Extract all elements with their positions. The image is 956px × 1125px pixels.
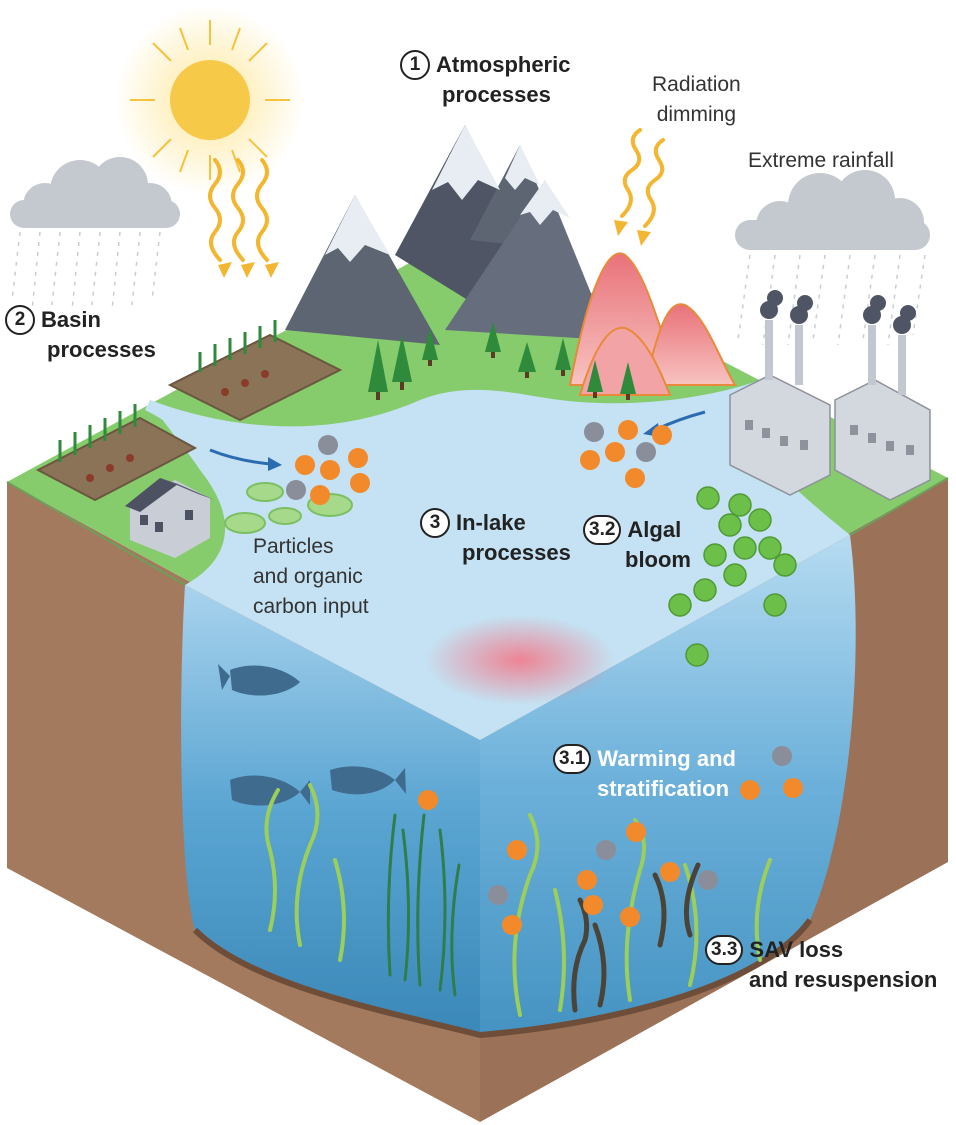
- rain-cloud-right-icon: [735, 170, 930, 346]
- inflow-channel: [145, 400, 230, 462]
- mountains-icon: [285, 125, 610, 345]
- badge-3: 3: [420, 508, 450, 538]
- factories-icon: [729, 290, 931, 501]
- radiation-dimming-icon: [620, 128, 665, 228]
- label-radiation-dimming: Radiation dimming: [652, 73, 741, 126]
- label-particles-carbon-input: Particles and organic carbon input: [253, 535, 369, 618]
- sunlight-rays-icon: [208, 158, 269, 262]
- submerged-vegetation-icon: [264, 783, 772, 1017]
- warming-spot: [425, 615, 615, 705]
- sun-icon: [130, 20, 290, 180]
- sun-disc: [170, 60, 250, 140]
- inflow-arrow-left-icon: [209, 448, 282, 471]
- lily-pads-icon: [224, 482, 353, 534]
- lake-bed-line: [192, 918, 813, 1039]
- badge-2: 2: [5, 305, 35, 335]
- label-extreme-rainfall: Extreme rainfall: [748, 149, 894, 172]
- warm-hills-icon: [568, 252, 737, 396]
- water-right-face: [480, 535, 856, 1035]
- particles-icon: [286, 420, 672, 505]
- algae-icon: [668, 486, 797, 667]
- badge-1: 1: [400, 50, 430, 80]
- house-icon: [125, 478, 215, 558]
- farmland-icon: [35, 320, 343, 502]
- badge-3-2: 3.2: [583, 515, 622, 545]
- water-left-face: [181, 585, 480, 1035]
- fish-icon: [218, 664, 406, 806]
- badge-3-1: 3.1: [553, 744, 592, 774]
- badge-3-3: 3.3: [705, 935, 744, 965]
- trees-icon: [368, 322, 636, 400]
- resuspended-particles-icon: [418, 746, 803, 935]
- rain-cloud-left-icon: [10, 157, 180, 311]
